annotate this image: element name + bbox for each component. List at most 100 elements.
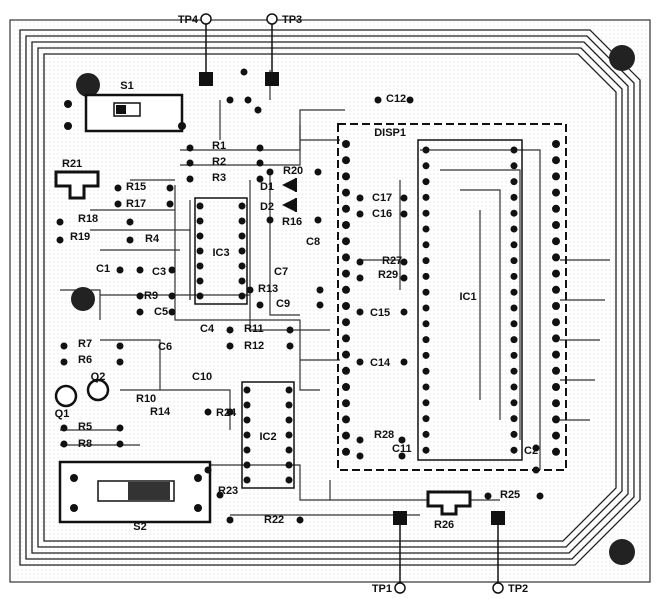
r2-label: R2 <box>212 156 226 168</box>
pad <box>400 308 408 316</box>
pad <box>422 367 430 375</box>
pad <box>342 350 350 359</box>
tp4-label: TP4 <box>178 14 199 26</box>
pad <box>136 308 144 316</box>
pad <box>398 452 406 460</box>
test-point-tp3[interactable]: TP3 <box>265 13 302 86</box>
pad <box>286 326 294 334</box>
ic-ic3[interactable]: IC3 <box>194 197 248 305</box>
diode-d2[interactable]: D2 <box>260 198 297 213</box>
pad <box>342 399 350 408</box>
pad <box>243 401 251 409</box>
pad <box>168 308 176 316</box>
test-point-tp1[interactable]: TP1 <box>372 511 407 595</box>
pad <box>422 193 430 201</box>
pad <box>422 336 430 344</box>
pad <box>552 204 560 213</box>
pad <box>136 292 144 300</box>
c10-label: C10 <box>192 371 212 383</box>
pad <box>226 516 234 524</box>
tp3-label: TP3 <box>282 14 302 26</box>
pad <box>552 269 560 278</box>
pad <box>342 383 350 391</box>
pad <box>256 144 264 152</box>
pad <box>510 225 518 233</box>
r16-label: R16 <box>282 216 302 228</box>
c1-label: C1 <box>96 263 110 275</box>
tp1-label: TP1 <box>372 583 392 595</box>
pad <box>422 304 430 312</box>
pad <box>422 272 430 280</box>
pad <box>422 162 430 170</box>
pad <box>342 221 350 229</box>
ic-ic2[interactable]: IC2 <box>241 381 295 489</box>
diode-d1[interactable]: D1 <box>260 178 297 193</box>
r20-label: R20 <box>283 165 303 177</box>
transistor-q2[interactable]: Q2 <box>86 371 110 402</box>
transistor-q1[interactable]: Q1 <box>55 384 78 420</box>
c15-label: C15 <box>370 307 390 319</box>
switch-s2[interactable]: S2 <box>58 460 212 533</box>
s1-label: S1 <box>120 80 133 92</box>
pad <box>356 358 364 366</box>
pad <box>314 216 322 224</box>
ic-ic1[interactable]: IC1 <box>417 139 523 461</box>
switch-s1[interactable]: S1 <box>64 80 186 133</box>
trimmer-r21[interactable]: R21 <box>54 158 100 200</box>
pad <box>510 415 518 423</box>
pad <box>552 302 560 310</box>
pad <box>400 258 408 266</box>
r11-label: R11 <box>244 323 264 335</box>
pad <box>238 217 246 225</box>
pad <box>552 366 560 375</box>
test-point-tp2[interactable]: TP2 <box>491 511 528 595</box>
pad <box>243 476 251 484</box>
mounting-hole <box>71 287 95 311</box>
pad <box>166 200 174 208</box>
pad <box>532 444 540 452</box>
pad <box>285 386 293 394</box>
pad <box>216 491 224 499</box>
pad <box>510 272 518 280</box>
pad <box>552 237 560 246</box>
pad <box>116 440 124 448</box>
resistor-labels: R1 R2 R3 R4 R5 R6 R7 R8 R9 R10 R11 R12 R… <box>70 140 520 526</box>
pad <box>342 188 350 197</box>
pad <box>356 210 364 218</box>
c2-label: C2 <box>524 445 538 457</box>
test-point-tp4[interactable]: TP4 <box>178 13 213 86</box>
pad <box>226 96 234 104</box>
trimmer-r26[interactable]: R26 <box>426 490 472 531</box>
pad <box>342 204 350 213</box>
pad <box>238 247 246 255</box>
pad <box>552 399 560 408</box>
pad <box>126 236 134 244</box>
pad <box>196 292 204 300</box>
r17-label: R17 <box>126 198 146 210</box>
pad <box>552 415 560 424</box>
pad <box>356 274 364 282</box>
pad <box>510 336 518 344</box>
pad <box>246 286 254 294</box>
q1-label: Q1 <box>55 408 70 420</box>
ic3-label: IC3 <box>212 247 229 259</box>
pad <box>422 320 430 328</box>
pad <box>56 218 64 226</box>
pad <box>243 431 251 439</box>
r21-label: R21 <box>62 158 82 170</box>
pad <box>285 431 293 439</box>
pad <box>243 386 251 394</box>
pad <box>196 277 204 285</box>
pad <box>168 292 176 300</box>
pad <box>342 334 350 343</box>
pad <box>204 466 212 474</box>
pad <box>342 253 350 262</box>
pad <box>342 156 350 165</box>
r6-label: R6 <box>78 354 92 366</box>
r14-label: R14 <box>150 406 171 418</box>
pad <box>342 447 350 456</box>
pad <box>285 476 293 484</box>
display-disp1[interactable]: DISP1 <box>337 123 567 471</box>
s2-label: S2 <box>133 521 146 533</box>
